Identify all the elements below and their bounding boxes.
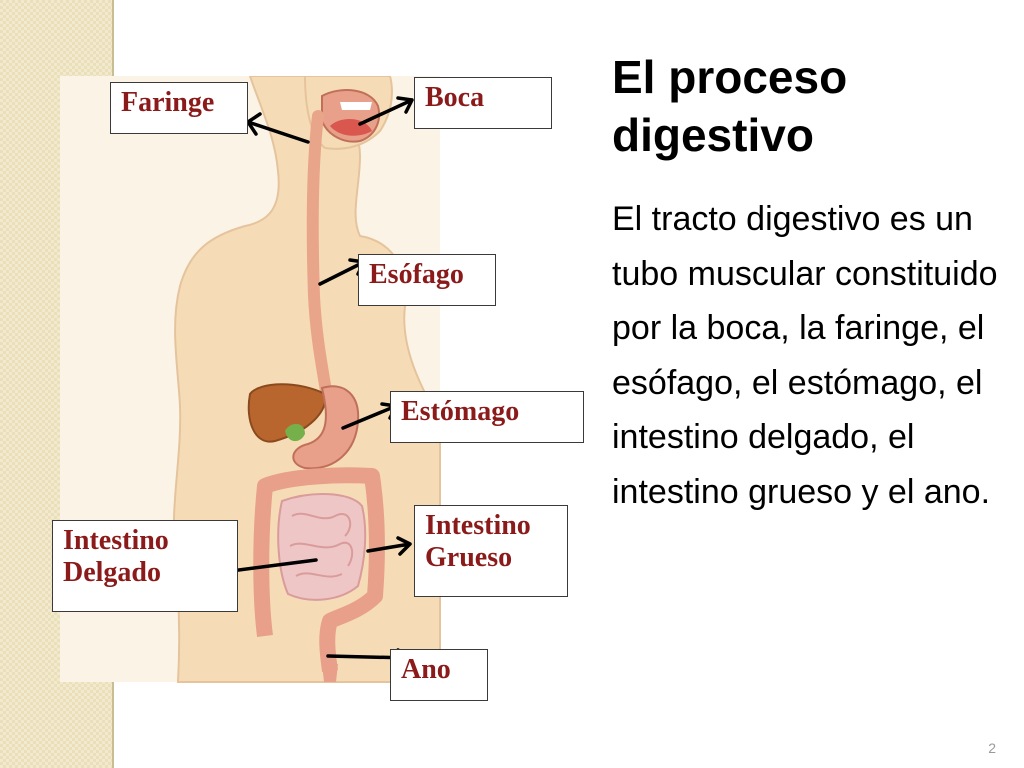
small-intestine-folds [289, 512, 354, 578]
arrow-faringe [246, 112, 310, 144]
slide-body-text: El tracto digestivo es un tubo muscular … [612, 200, 998, 511]
liver-shape [247, 383, 327, 443]
teeth-shape [340, 102, 372, 110]
gallbladder-shape [285, 423, 305, 442]
stomach-shape [292, 385, 360, 470]
large-intestine-shape [253, 467, 385, 673]
slide-title: El proceso digestivo [612, 51, 848, 161]
label-intestino-delgado: Intestino Delgado [52, 520, 238, 612]
esophagus-tube [306, 110, 332, 397]
page-number: 2 [988, 740, 996, 756]
arrow-intestino-grueso [366, 536, 412, 556]
label-faringe: Faringe [110, 82, 248, 134]
label-ano: Ano [390, 649, 488, 701]
label-estomago: Estómago [390, 391, 584, 443]
label-intestino-grueso: Intestino Grueso [414, 505, 568, 597]
label-boca: Boca [414, 77, 552, 129]
arrow-boca [358, 96, 414, 126]
rectum-shape [322, 664, 338, 682]
label-esofago: Esófago [358, 254, 496, 306]
